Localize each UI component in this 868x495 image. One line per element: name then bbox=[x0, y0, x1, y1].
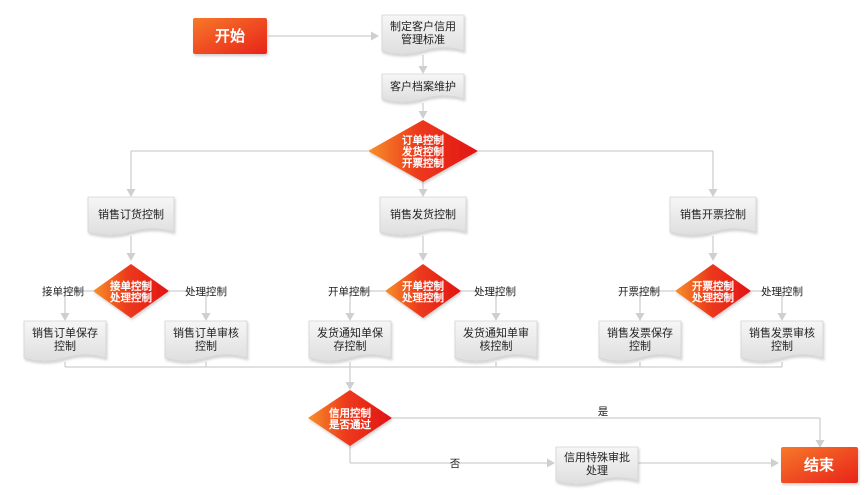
decision-label: 开单控制 bbox=[402, 279, 444, 292]
decision-label: 信用控制 bbox=[329, 406, 371, 419]
document-label: 销售订单审核 bbox=[173, 326, 239, 340]
connectors bbox=[60, 31, 825, 468]
doc-sales-order-control: 销售订货控制 bbox=[87, 196, 175, 236]
label-delivery-process: 处理控制 bbox=[474, 285, 516, 298]
document-label: 信用特殊审批 bbox=[564, 450, 630, 464]
label-order-process: 处理控制 bbox=[185, 285, 227, 298]
document-label: 控制 bbox=[195, 339, 217, 353]
doc-customer-profile: 客户档案维护 bbox=[381, 73, 465, 103]
document-label: 客户档案维护 bbox=[390, 79, 456, 93]
document-label: 控制 bbox=[54, 339, 76, 353]
label-invoice-issue: 开票控制 bbox=[618, 285, 660, 298]
label-invoice-process: 处理控制 bbox=[761, 285, 803, 298]
decision-nodes: 订单控制发货控制开票控制接单控制处理控制开单控制处理控制开票控制处理控制信用控制… bbox=[93, 120, 751, 446]
decision-label: 接单控制 bbox=[110, 279, 152, 292]
label-yes: 是 bbox=[598, 406, 609, 418]
decision-label: 处理控制 bbox=[691, 291, 734, 304]
document-label: 控制 bbox=[771, 339, 793, 353]
document-label: 销售发票保存 bbox=[607, 326, 673, 340]
document-label: 销售订单保存 bbox=[32, 326, 98, 340]
document-label: 控制 bbox=[629, 339, 651, 353]
document-label: 处理 bbox=[586, 464, 608, 477]
branch-labels: 接单控制 处理控制 开单控制 处理控制 开票控制 处理控制 是 否 bbox=[42, 285, 803, 470]
document-label: 核控制 bbox=[480, 339, 513, 353]
end-label: 结束 bbox=[804, 456, 835, 474]
document-label: 销售开票控制 bbox=[680, 207, 746, 221]
doc-sales-delivery-control: 销售发货控制 bbox=[379, 196, 467, 236]
decision-label: 是否通过 bbox=[328, 418, 371, 431]
decision-label: 订单控制 bbox=[402, 134, 444, 147]
document-label: 销售发货控制 bbox=[390, 207, 456, 221]
decision-label: 开票控制 bbox=[402, 157, 444, 170]
document-label: 销售发票审核 bbox=[749, 326, 815, 340]
document-label: 发货通知单审 bbox=[463, 326, 529, 340]
decision-label: 处理控制 bbox=[401, 291, 444, 304]
doc-sales-invoice-control: 销售开票控制 bbox=[669, 196, 757, 236]
label-no: 否 bbox=[450, 458, 461, 470]
document-label: 存控制 bbox=[334, 339, 367, 353]
decision-label: 发货控制 bbox=[401, 145, 444, 158]
end-terminal: 结束 bbox=[781, 447, 858, 483]
decision-label: 处理控制 bbox=[109, 291, 152, 304]
document-label: 销售订货控制 bbox=[98, 207, 164, 221]
label-delivery-issue: 开单控制 bbox=[328, 285, 370, 298]
decision-label: 开票控制 bbox=[692, 279, 734, 292]
start-label: 开始 bbox=[215, 27, 245, 45]
label-order-accept: 接单控制 bbox=[42, 285, 84, 298]
document-label: 管理标准 bbox=[401, 32, 445, 46]
document-label: 制定客户信用 bbox=[390, 19, 456, 33]
start-terminal: 开始 bbox=[193, 18, 267, 54]
document-label: 发货通知单保 bbox=[317, 326, 383, 340]
